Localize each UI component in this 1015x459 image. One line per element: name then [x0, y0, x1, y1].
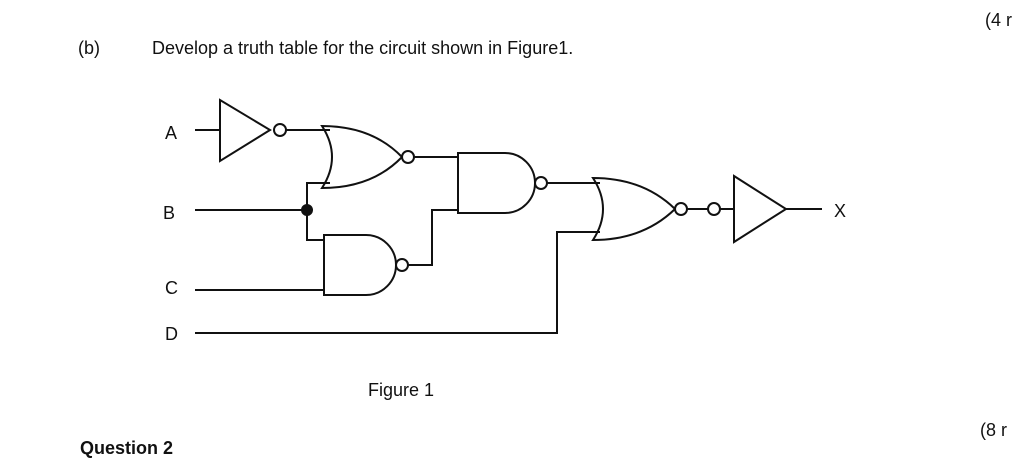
not-gate-a-bubble — [273, 123, 287, 137]
figure-caption: Figure 1 — [368, 380, 434, 400]
nand-gate-bottom-bubble — [395, 258, 409, 272]
marks-allocation-top: (4 r — [985, 10, 1012, 30]
output-label-x: X — [834, 201, 846, 221]
nor-gate-right-bubble — [674, 202, 688, 216]
input-label-a: A — [165, 123, 177, 143]
wire-d — [195, 231, 600, 334]
input-label-b: B — [163, 203, 175, 223]
wire-nand-to-nand — [408, 209, 458, 266]
wire-b-to-nor — [306, 182, 330, 210]
not-gate-a — [219, 98, 272, 163]
wire-b-to-nand — [306, 210, 324, 241]
nand-gate-bottom — [323, 234, 397, 296]
nor-gate-right — [591, 176, 677, 242]
question-text: Develop a truth table for the circuit sh… — [152, 38, 574, 58]
not-gate-out-input-bubble — [707, 202, 721, 216]
next-question-heading: Question 2 — [80, 438, 174, 458]
nor-gate-top-bubble — [401, 150, 415, 164]
not-gate-out — [733, 174, 788, 244]
input-label-d: D — [165, 324, 178, 344]
nand-gate-middle-bubble — [534, 176, 548, 190]
marks-allocation-bottom: (8 r — [980, 420, 1007, 440]
nand-gate-middle — [457, 152, 536, 214]
part-label: (b) — [78, 38, 100, 58]
nor-gate-top — [320, 124, 404, 190]
input-label-c: C — [165, 278, 178, 298]
